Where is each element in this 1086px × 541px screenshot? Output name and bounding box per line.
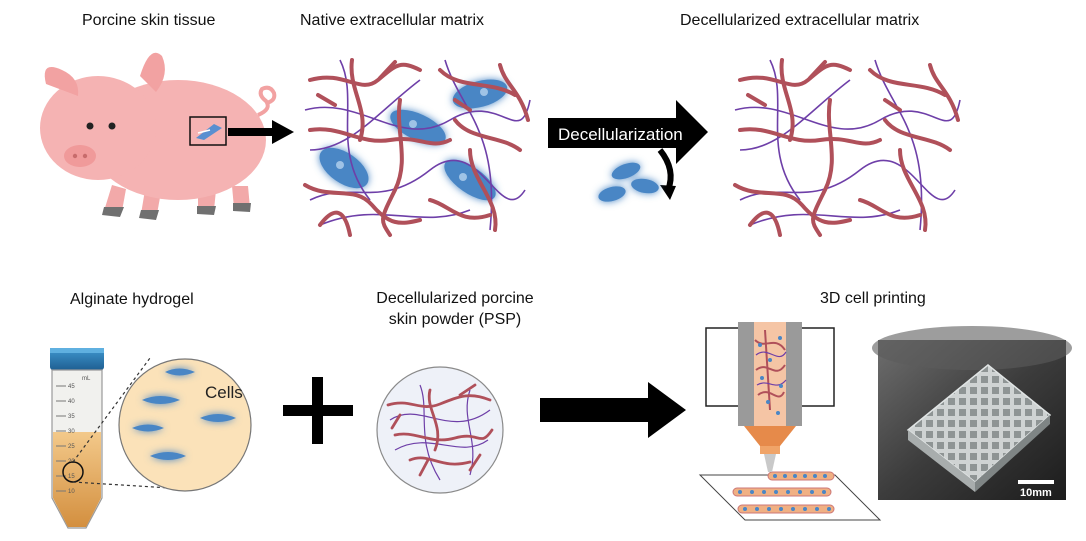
tube-tick-45: 45 bbox=[68, 384, 75, 390]
decellularization-arrow: Decellularization bbox=[548, 100, 708, 200]
scale-bar bbox=[1018, 480, 1054, 484]
tube-cap bbox=[50, 348, 104, 370]
alginate-gel-fill bbox=[53, 432, 101, 527]
label-native-ecm: Native extracellular matrix bbox=[300, 12, 485, 29]
tube-tick-15: 15 bbox=[68, 474, 75, 480]
arrow-to-printing bbox=[540, 382, 686, 438]
tube-unit: mL bbox=[82, 376, 91, 382]
printer-illustration bbox=[698, 322, 882, 521]
removed-cells bbox=[598, 162, 659, 202]
scaffold-photo: 10mm bbox=[872, 326, 1072, 500]
tube-tick-40: 40 bbox=[68, 399, 75, 405]
label-porcine-skin-tissue: Porcine skin tissue bbox=[82, 12, 216, 29]
label-alginate-hydrogel: Alginate hydrogel bbox=[70, 291, 194, 308]
tube-tick-35: 35 bbox=[68, 414, 75, 420]
psp-circle bbox=[376, 366, 504, 494]
tube-tick-30: 30 bbox=[68, 429, 75, 435]
decellularized-ecm-illustration bbox=[733, 58, 961, 237]
tube-tick-25: 25 bbox=[68, 444, 75, 450]
cells-zoom-circle: Cells bbox=[118, 358, 252, 492]
label-psp-line1: Decellularized porcine bbox=[376, 290, 534, 307]
arrow-pig-to-ecm bbox=[228, 120, 294, 144]
skin-sample-box bbox=[189, 116, 227, 146]
pig-illustration bbox=[40, 52, 277, 220]
label-decellularized-ecm: Decellularized extracellular matrix bbox=[680, 12, 920, 29]
label-3d-cell-printing: 3D cell printing bbox=[820, 290, 926, 307]
cells-label: Cells bbox=[205, 383, 243, 402]
hoof-icon bbox=[102, 207, 124, 217]
plus-icon bbox=[283, 377, 353, 444]
tube-tick-10: 10 bbox=[68, 489, 75, 495]
conical-tube: 45 40 35 30 25 20 15 10 mL bbox=[50, 348, 171, 529]
snout-icon bbox=[64, 145, 96, 167]
eye-icon bbox=[86, 122, 94, 130]
scale-bar-label: 10mm bbox=[1020, 487, 1052, 499]
decellularization-label: Decellularization bbox=[558, 125, 683, 144]
printed-strands bbox=[732, 471, 835, 514]
label-psp-line2: skin powder (PSP) bbox=[388, 311, 522, 328]
native-ecm-illustration bbox=[303, 58, 531, 237]
